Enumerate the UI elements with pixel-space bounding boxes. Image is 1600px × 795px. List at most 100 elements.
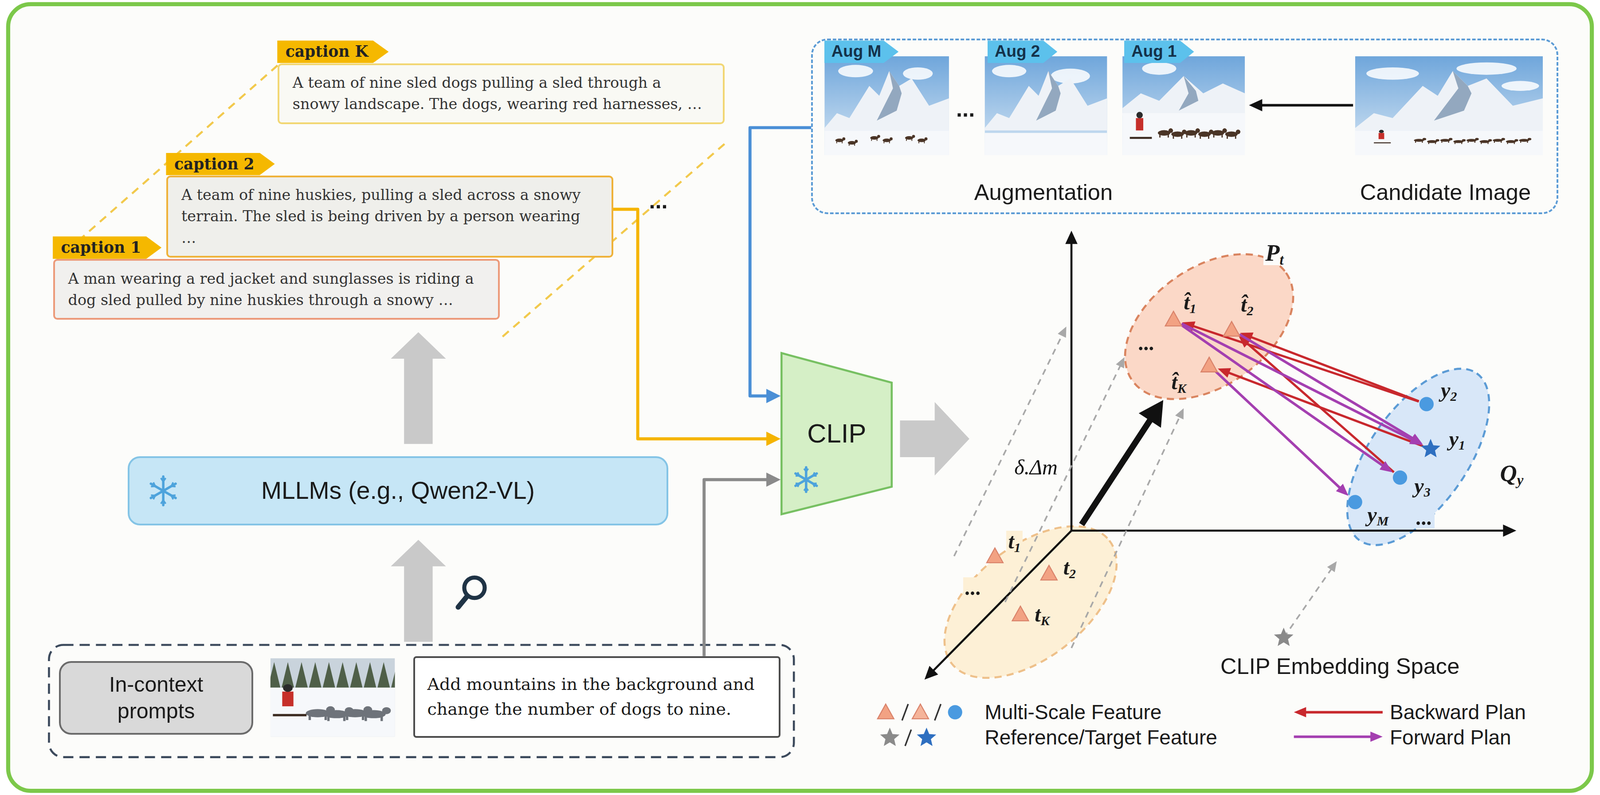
musher-head [1379, 129, 1385, 134]
arrow-head [1379, 461, 1393, 473]
augmentation-panel: AugmentationCandidate ImageAug MAug 2Aug… [811, 38, 1558, 215]
dog-head [1422, 137, 1427, 141]
snowflake-branch [812, 483, 817, 487]
musher [1378, 133, 1385, 140]
prompt-box: In-context prompts [58, 661, 253, 735]
dog-head [1514, 139, 1518, 142]
sky [824, 56, 950, 156]
feature-star [1420, 439, 1441, 458]
mountain-shade [1178, 75, 1199, 111]
dog-head [842, 137, 846, 141]
snow [824, 130, 950, 156]
snowflake-branch [171, 495, 176, 500]
tree [267, 662, 281, 688]
dog-leg [1235, 134, 1237, 139]
arrow-head [1175, 408, 1184, 420]
subscript: 2 [1450, 388, 1457, 404]
arrow-head [1370, 731, 1383, 742]
sky [1122, 56, 1245, 156]
dog-leg [1526, 140, 1528, 144]
dog-leg [327, 714, 330, 722]
dog-head [382, 707, 392, 715]
legend-line [1294, 735, 1373, 739]
point-label: ... [1136, 332, 1157, 354]
model-box: MLLMs (e.g., Qwen2-VL) [127, 456, 669, 526]
tree [349, 662, 363, 688]
node-shape [1122, 253, 1299, 400]
dog-head [1448, 137, 1453, 141]
musher [1135, 117, 1144, 131]
cloud [1456, 62, 1517, 75]
tree [391, 662, 404, 688]
dog-leg [848, 142, 850, 146]
legend-text: Multi-Scale Feature [984, 700, 1162, 725]
sky [270, 658, 396, 737]
snowflake-branch [803, 487, 808, 491]
aug-tag: Aug 2 [987, 40, 1058, 63]
arrow-head [1065, 230, 1078, 244]
point-label: t1 [1006, 530, 1024, 553]
cloud [1141, 62, 1177, 75]
connector-line [613, 209, 770, 440]
sky [1355, 56, 1543, 156]
dog-head [1195, 128, 1200, 133]
tree [377, 662, 390, 688]
dog-leg [1520, 140, 1522, 144]
dog-head [1488, 139, 1492, 142]
arrow-head [766, 431, 781, 447]
mountain-shade [876, 70, 902, 121]
snowflake-branch [171, 482, 176, 487]
tree [281, 662, 295, 688]
caption-tab: caption 1 [52, 236, 162, 259]
point-label: y1 [1447, 428, 1468, 450]
dog-leg [1186, 133, 1188, 138]
point-label: t̂K [1169, 371, 1189, 393]
tree [309, 662, 322, 688]
point-label: t̂1 [1181, 291, 1199, 314]
feature-circle [1419, 396, 1434, 412]
snow [984, 133, 1107, 156]
photo [267, 658, 404, 737]
feature-star [916, 727, 937, 747]
dog-leg [876, 137, 878, 142]
photo [824, 56, 950, 156]
dog-leg [380, 714, 383, 722]
dog-leg [1513, 141, 1515, 145]
dog-leg [1461, 141, 1463, 145]
feature-triangle [1165, 311, 1182, 326]
point-label: ... [963, 577, 984, 599]
legend-text: Forward Plan [1389, 725, 1512, 750]
point-label: ... [1414, 507, 1435, 529]
feature-circle [1392, 470, 1408, 485]
forward-plan-arrow [1239, 334, 1415, 440]
dog-leg [1447, 140, 1449, 144]
feature-triangle [986, 548, 1004, 563]
subscript: 3 [1423, 485, 1431, 500]
panel-caption: Augmentation [974, 179, 1113, 206]
shift-guide [1005, 364, 1122, 603]
subscript: K [1177, 380, 1187, 396]
connector-line [704, 479, 770, 657]
legend-text: Reference/Target Feature [984, 725, 1217, 750]
musher-head [282, 684, 293, 692]
point-label: tK [1032, 603, 1052, 626]
dog-head [1462, 139, 1466, 142]
dog-leg [911, 137, 913, 142]
frame [7, 3, 1592, 791]
dog-leg [364, 714, 367, 722]
dog-leg [1226, 134, 1228, 139]
shift-guide [1071, 415, 1181, 648]
dog-leg [1421, 140, 1423, 144]
musher [282, 691, 294, 707]
backward-plan-arrow [1191, 325, 1420, 402]
dog-leg [905, 137, 907, 142]
aug-tag-label: Aug 1 [1131, 40, 1177, 63]
backward-plan-arrow [1245, 342, 1394, 473]
dog-leg [883, 140, 885, 144]
mountain [984, 70, 1107, 131]
prompt-group [48, 644, 794, 757]
subscript: 1 [1189, 301, 1197, 316]
dog-head [854, 139, 858, 143]
feature-triangle [877, 704, 895, 719]
dog-head [912, 134, 916, 138]
